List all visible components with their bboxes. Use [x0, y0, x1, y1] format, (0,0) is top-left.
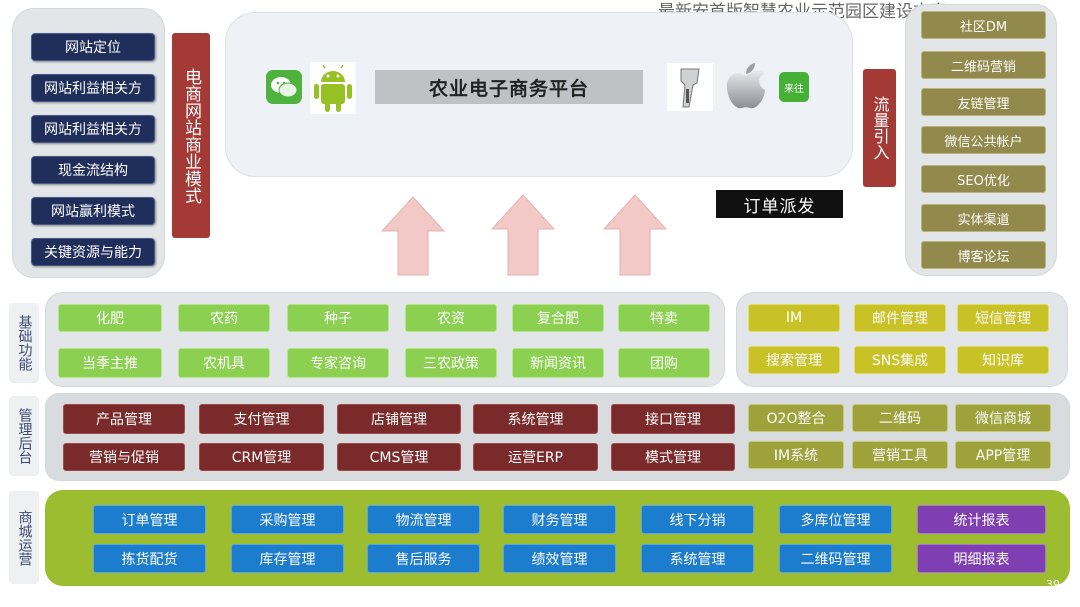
management-chip: 支付管理 — [199, 404, 324, 434]
operations-chip: 绩效管理 — [503, 544, 616, 573]
business-model-item: 网站赢利模式 — [31, 197, 155, 225]
basic-service-chip: 邮件管理 — [854, 304, 946, 332]
management-extension-chip: O2O整合 — [748, 404, 844, 432]
basic-service-chip: SNS集成 — [854, 346, 946, 374]
management-chip: CMS管理 — [337, 443, 461, 471]
up-arrow-3 — [602, 194, 668, 276]
operations-chip: 财务管理 — [503, 505, 616, 534]
management-extension-chip: IM系统 — [748, 441, 844, 469]
operations-chip: 线下分销 — [641, 505, 754, 534]
business-model-item: 网站利益相关方 — [31, 115, 155, 143]
report-chip: 统计报表 — [917, 505, 1046, 534]
basic-function-chip: 专家咨询 — [287, 348, 389, 378]
management-extension-chip: 二维码 — [852, 404, 948, 432]
traffic-item: 实体渠道 — [921, 204, 1046, 232]
management-chip: 营销与促销 — [63, 443, 185, 471]
section-operations-label: 商城运营 — [9, 491, 39, 584]
operations-chip: 系统管理 — [641, 544, 754, 573]
operations-chip: 二维码管理 — [779, 544, 892, 573]
basic-function-chip: 特卖 — [618, 304, 710, 332]
laiwang-icon: 来往 — [779, 72, 809, 102]
operations-chip: 库存管理 — [231, 544, 344, 573]
traffic-item: SEO优化 — [921, 165, 1046, 193]
basic-function-chip: 农机具 — [178, 348, 270, 378]
management-chip: 产品管理 — [63, 404, 185, 434]
apple-icon — [722, 62, 770, 112]
management-extension-chip: 营销工具 — [852, 441, 948, 469]
wechat-icon — [266, 70, 302, 104]
business-model-item: 网站定位 — [31, 33, 155, 61]
management-chip: 模式管理 — [611, 443, 735, 471]
android-icon — [310, 62, 356, 114]
up-arrow-1 — [380, 196, 446, 276]
traffic-item: 友链管理 — [921, 88, 1046, 116]
basic-service-chip: 搜索管理 — [748, 346, 840, 374]
operations-chip: 订单管理 — [93, 505, 206, 534]
traffic-item: 二维码营销 — [921, 51, 1046, 79]
traffic-item: 微信公共帐户 — [921, 126, 1046, 154]
page-number: 39 — [1046, 578, 1060, 591]
management-extension-chip: 微信商城 — [955, 404, 1051, 432]
business-model-item: 现金流结构 — [31, 156, 155, 184]
platform-title: 农业电子商务平台 — [375, 70, 643, 104]
basic-service-chip: 短信管理 — [957, 304, 1049, 332]
operations-chip: 售后服务 — [367, 544, 480, 573]
operations-chip: 物流管理 — [367, 505, 480, 534]
operations-chip: 采购管理 — [231, 505, 344, 534]
basic-function-chip: 团购 — [618, 348, 710, 378]
basic-function-chip: 新闻资讯 — [512, 348, 604, 378]
management-chip: 系统管理 — [473, 404, 598, 434]
business-model-label: 电商网站商业模式 — [172, 33, 210, 238]
basic-function-chip: 种子 — [287, 304, 389, 332]
section-basic-label: 基础功能 — [9, 303, 39, 383]
management-chip: 接口管理 — [611, 404, 735, 434]
basic-service-chip: IM — [748, 304, 840, 332]
report-chip: 明细报表 — [917, 544, 1046, 573]
operations-chip: 拣货配货 — [93, 544, 206, 573]
management-chip: 店铺管理 — [337, 404, 461, 434]
order-dispatch-label: 订单派发 — [716, 190, 843, 218]
basic-function-chip: 复合肥 — [512, 304, 604, 332]
management-chip: 运营ERP — [473, 443, 598, 471]
basic-function-chip: 农药 — [178, 304, 270, 332]
section-management-label: 管理后台 — [9, 396, 39, 476]
traffic-item: 博客论坛 — [921, 241, 1046, 269]
basic-function-chip: 三农政策 — [405, 348, 497, 378]
up-arrow-2 — [490, 194, 556, 276]
basic-service-chip: 知识库 — [957, 346, 1049, 374]
business-model-item: 网站利益相关方 — [31, 74, 155, 102]
management-chip: CRM管理 — [199, 443, 324, 471]
traffic-label: 流量引入 — [863, 69, 896, 187]
basic-function-chip: 化肥 — [58, 304, 162, 332]
management-extension-chip: APP管理 — [955, 441, 1051, 469]
basic-function-chip: 农资 — [405, 304, 497, 332]
traffic-item: 社区DM — [921, 11, 1046, 39]
basic-function-chip: 当季主推 — [58, 348, 162, 378]
business-model-item: 关键资源与能力 — [31, 238, 155, 266]
operations-chip: 多库位管理 — [779, 505, 892, 534]
barcode-scanner-icon — [667, 63, 713, 111]
